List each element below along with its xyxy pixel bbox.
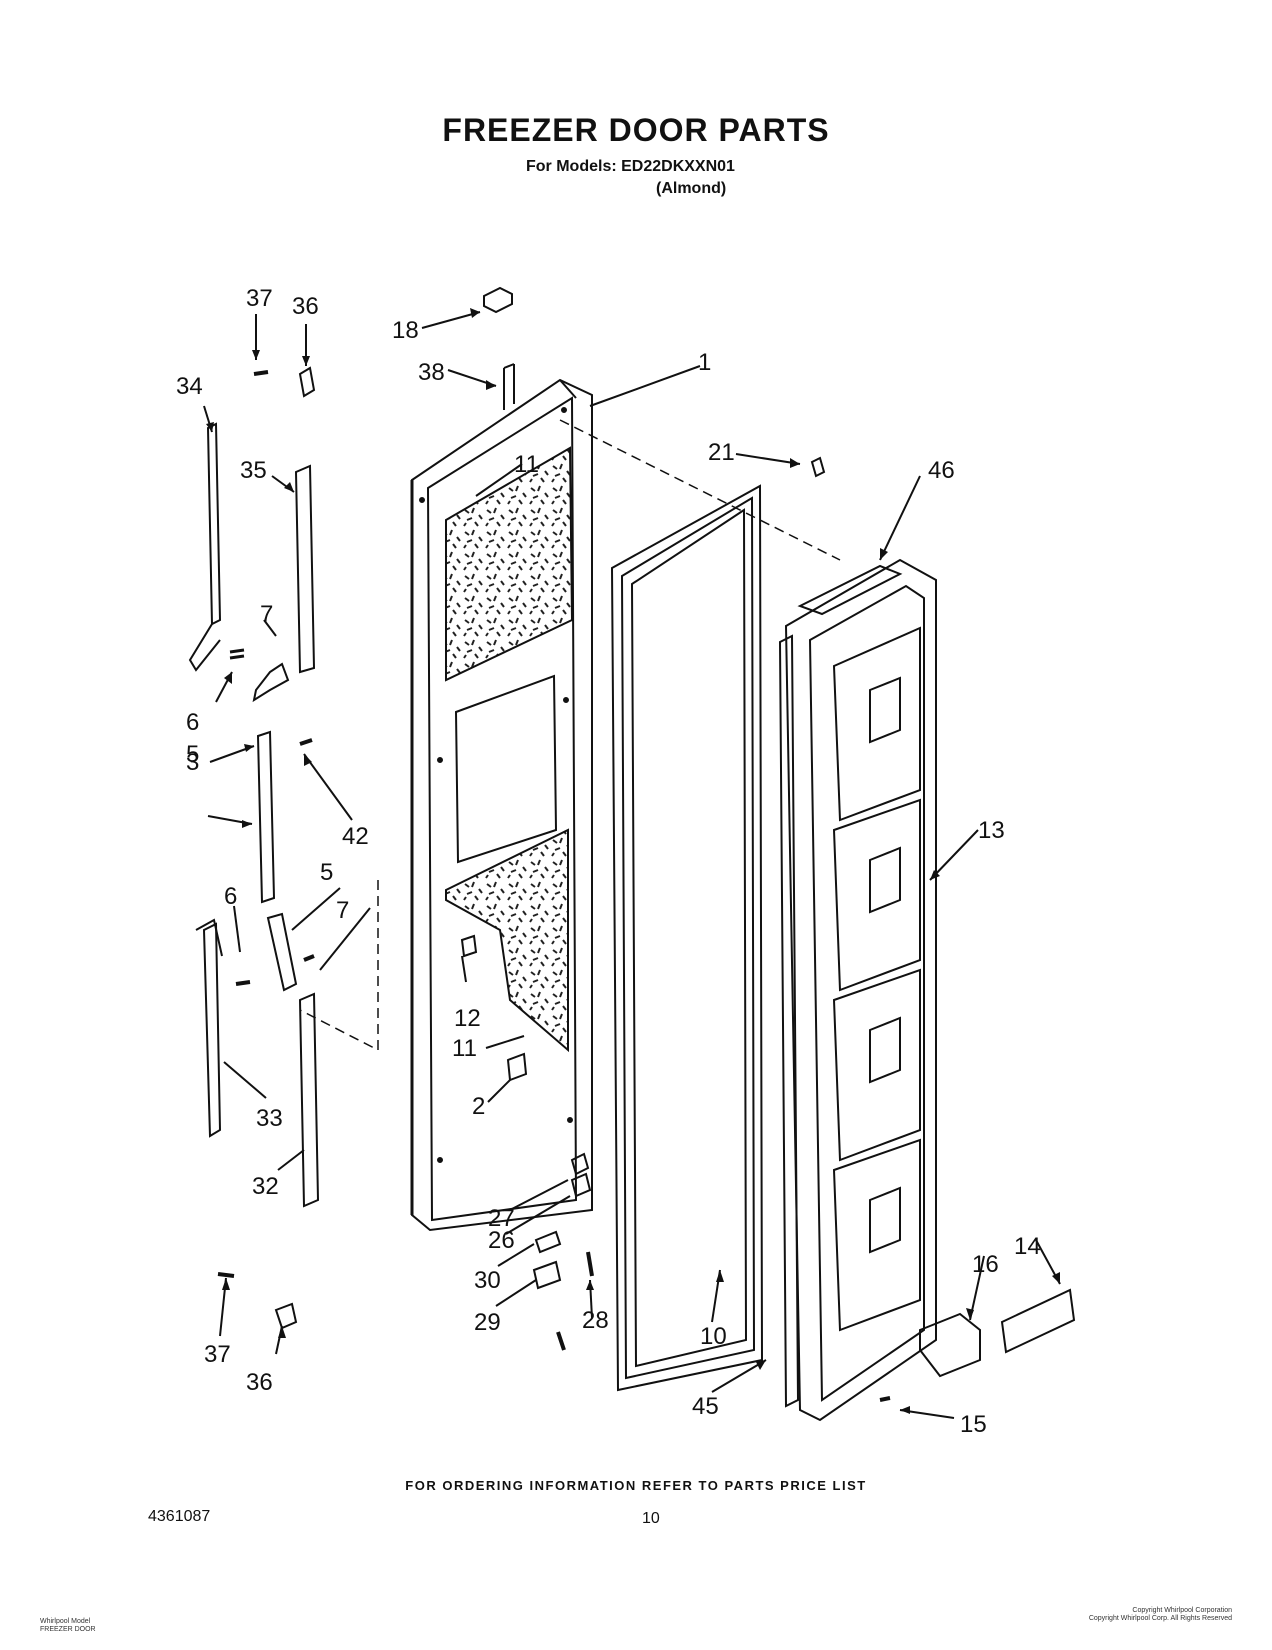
callout-7b: 7 xyxy=(336,897,349,924)
callout-1: 1 xyxy=(698,349,711,376)
callout-42: 42 xyxy=(342,823,369,850)
plug xyxy=(810,456,826,478)
callout-21: 21 xyxy=(708,439,735,466)
callout-36a: 36 xyxy=(292,293,319,320)
callout-28: 28 xyxy=(582,1307,609,1334)
callout-45: 45 xyxy=(692,1393,719,1420)
models-line: For Models: ED22DKXXN01 xyxy=(526,158,735,175)
callout-13: 13 xyxy=(978,817,1005,844)
handle-end-cap xyxy=(919,1312,981,1378)
callout-27: 27 xyxy=(488,1205,515,1232)
page-title: FREEZER DOOR PARTS xyxy=(442,112,830,148)
page-number: 10 xyxy=(642,1510,660,1527)
trim-33 xyxy=(202,922,222,1138)
callout-36b: 36 xyxy=(246,1369,273,1396)
callout-16: 16 xyxy=(972,1251,999,1278)
callout-6b: 6 xyxy=(224,883,237,910)
handle-grille xyxy=(1000,1288,1076,1354)
callout-10: 10 xyxy=(700,1323,727,1350)
trim-32 xyxy=(298,992,320,1208)
door-panel xyxy=(410,378,593,1232)
callout-15: 15 xyxy=(960,1411,987,1438)
color-line: (Almond) xyxy=(656,180,727,197)
hinge-cap xyxy=(483,286,513,314)
trim-3 xyxy=(256,730,276,904)
callout-32: 32 xyxy=(252,1173,279,1200)
door-liner xyxy=(784,558,937,1422)
callout-5a: 5 xyxy=(186,741,199,768)
callout-12: 12 xyxy=(454,1005,481,1032)
callout-26: 26 xyxy=(488,1227,515,1254)
callout-7a: 7 xyxy=(260,601,273,628)
trim-34 xyxy=(206,422,222,626)
copyright-notice: Copyright Whirlpool Corporation Copyrigh… xyxy=(1088,1607,1232,1622)
ordering-note: FOR ORDERING INFORMATION REFER TO PARTS … xyxy=(405,1478,867,1493)
callout-37a: 37 xyxy=(246,285,273,312)
callout-29: 29 xyxy=(474,1309,501,1336)
callout-34: 34 xyxy=(176,373,203,400)
callout-18: 18 xyxy=(392,317,419,344)
callout-33: 33 xyxy=(256,1105,283,1132)
callout-11a: 11 xyxy=(514,451,539,478)
fine-print-left: Whirlpool Model FREEZER DOOR xyxy=(40,1618,96,1633)
document-number: 4361087 xyxy=(148,1508,211,1525)
bracket-lower xyxy=(266,912,298,992)
callout-5b: 5 xyxy=(320,859,333,886)
hinge-pin xyxy=(503,363,515,410)
door-gasket xyxy=(610,484,764,1392)
trim-35 xyxy=(294,464,316,674)
bracket-upper xyxy=(252,662,290,703)
callout-labels: 1 2 3 5 5 6 6 7 7 10 11 11 12 13 14 15 1… xyxy=(176,285,1041,1438)
trim-strip xyxy=(778,634,800,1408)
callout-35: 35 xyxy=(240,457,267,484)
callout-14: 14 xyxy=(1014,1233,1041,1260)
callout-37b: 37 xyxy=(204,1341,231,1368)
callout-3: 3 xyxy=(186,749,199,776)
callout-11b: 11 xyxy=(452,1035,477,1062)
callout-6a: 6 xyxy=(186,709,199,736)
callout-46: 46 xyxy=(928,457,955,484)
callout-38: 38 xyxy=(418,359,445,386)
callout-30: 30 xyxy=(474,1267,501,1294)
retainer xyxy=(797,564,903,616)
callout-2: 2 xyxy=(472,1093,485,1120)
